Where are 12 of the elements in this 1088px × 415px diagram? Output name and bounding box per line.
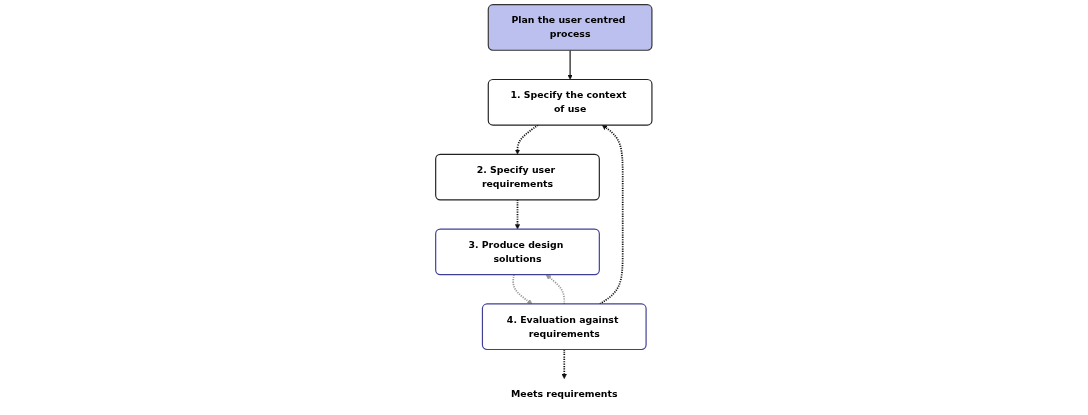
node-box: 4. Evaluation against requirements: [482, 303, 647, 351]
arrow: [567, 49, 573, 80]
node-box: 3. Produce design solutions: [435, 228, 601, 276]
node-box: 2. Specify user requirements: [435, 153, 601, 201]
arrow: [599, 124, 624, 305]
arrow: [515, 199, 521, 230]
arrow: [561, 348, 567, 379]
node-text: Meets requirements: [511, 388, 618, 400]
arrow: [512, 273, 533, 305]
arrow: [545, 274, 566, 305]
node-box: Plan the user centred process: [487, 4, 653, 51]
node-box: 1. Specify the context of use: [487, 78, 653, 126]
